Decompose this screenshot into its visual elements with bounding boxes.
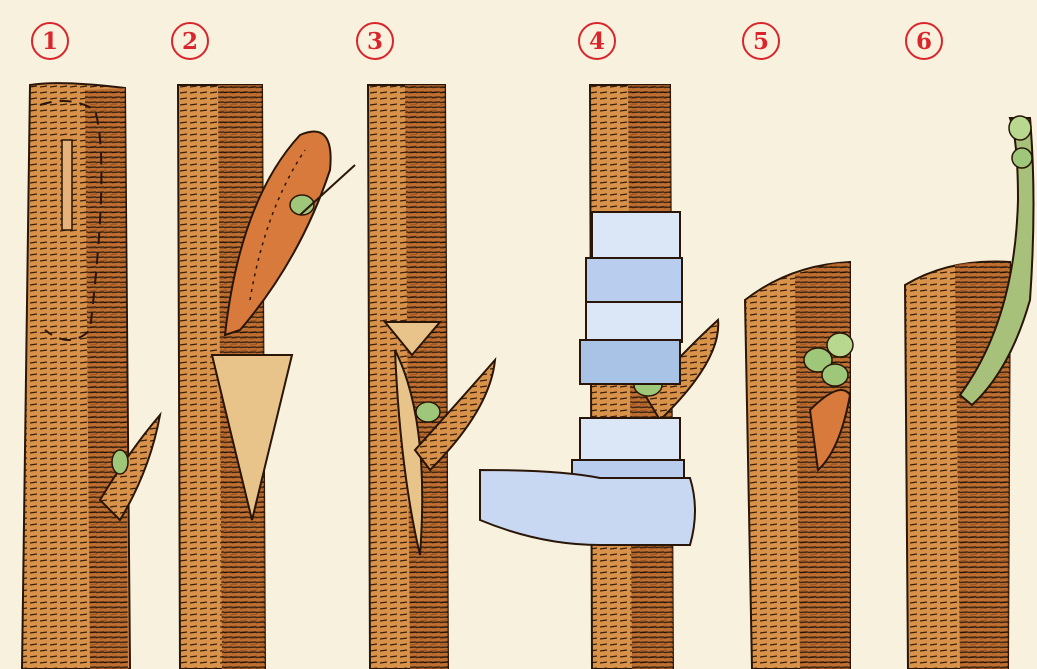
step-3-branch	[368, 85, 495, 669]
step-number-badge: 2	[171, 22, 209, 60]
step-6-branch	[905, 116, 1034, 669]
step-4-branch	[480, 85, 718, 669]
step-number-badge: 5	[742, 22, 780, 60]
grafting-tape	[480, 212, 695, 545]
step-number-badge: 3	[356, 22, 394, 60]
step-number-badge: 1	[31, 22, 69, 60]
step-2-branch	[178, 85, 355, 669]
step-5-branch	[745, 262, 853, 669]
step-1-branch	[22, 83, 160, 669]
step-number-badge: 6	[905, 22, 943, 60]
step-number-badge: 4	[578, 22, 616, 60]
